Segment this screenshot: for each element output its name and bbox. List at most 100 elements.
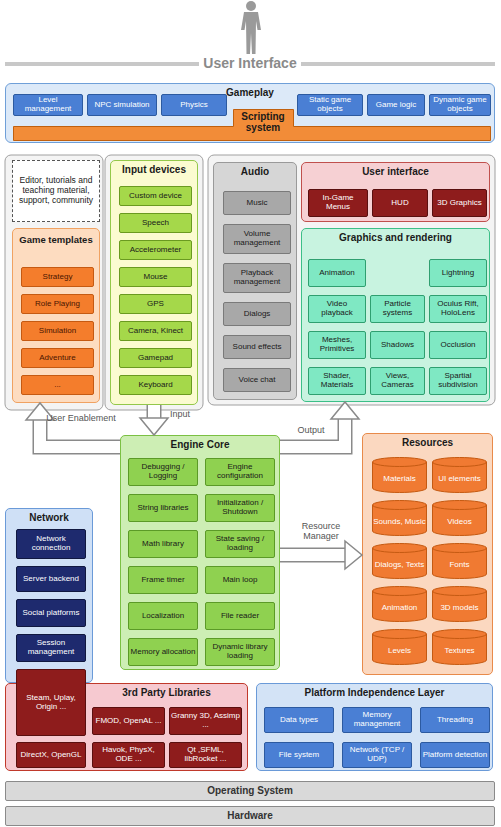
node-label: Memory allocation xyxy=(131,648,196,657)
group-box: 3rd Party LibrariesSteam, Uplay, Origin … xyxy=(5,683,248,771)
node-label: 3D Graphics xyxy=(437,199,481,208)
cylinder-rim xyxy=(433,505,487,509)
node-label: Social platforms xyxy=(23,609,80,618)
component-box: Particle systems xyxy=(370,295,425,323)
component-box: File reader xyxy=(205,602,275,630)
node-label: Volume management xyxy=(225,230,289,247)
node-label: Math library xyxy=(142,540,184,549)
node-label: Dialogs, Texts xyxy=(375,553,425,570)
arrow-shaft xyxy=(40,420,120,447)
node-label: Music xyxy=(247,199,268,208)
group-container xyxy=(208,155,495,405)
layer-bar: Operating System xyxy=(5,781,495,801)
node-label: Simulation xyxy=(39,327,76,336)
node-label: Operating System xyxy=(207,786,293,797)
node-label: Physics xyxy=(180,101,208,110)
node-label: GPS xyxy=(147,300,164,309)
node-label: Custom device xyxy=(129,192,182,201)
group-title: Engine Core xyxy=(121,439,279,450)
component-box: Platform detection xyxy=(420,742,490,768)
component-box: Dynamic library loading xyxy=(205,638,275,666)
resource-cylinder: Fonts xyxy=(432,543,487,579)
component-box: Sound effects xyxy=(223,335,291,359)
device-box: Gamepad xyxy=(119,348,192,368)
node-label: Levels xyxy=(388,639,411,656)
group-box: GameplayLevel managementNPC simulationPh… xyxy=(5,83,495,143)
node-label: Animation xyxy=(382,596,418,613)
group-box: Game templatesStrategyRole PlayingSimula… xyxy=(12,228,100,403)
library-box: Qt ,SFML, libRocket ... xyxy=(169,742,242,768)
node-label: Data types xyxy=(280,716,318,725)
node-label: Steam, Uplay, Origin ... xyxy=(18,694,84,711)
component-box: State saving / loading xyxy=(205,530,275,558)
cylinder-rim xyxy=(373,462,427,466)
resource-cylinder: Animation xyxy=(372,586,427,622)
cylinder-rim xyxy=(373,548,427,552)
device-box: Mouse xyxy=(119,267,192,287)
device-box: Camera, Kinect xyxy=(119,321,192,341)
node-label: Network connection xyxy=(18,535,84,552)
resource-cylinder: Videos xyxy=(432,500,487,536)
node-label: Shadows xyxy=(381,341,414,350)
flow-arrow xyxy=(26,403,120,447)
component-box: 3D Graphics xyxy=(432,189,487,217)
edge-label: Resource Manager xyxy=(286,522,356,542)
band-label: User Interface xyxy=(199,55,300,71)
cylinder-body xyxy=(373,587,427,622)
group-title: Network xyxy=(6,512,92,523)
component-box: Math library xyxy=(128,530,198,558)
node-label: State saving / loading xyxy=(207,535,273,552)
arrow-shaft-outline xyxy=(147,405,162,418)
node-label: Session management xyxy=(18,639,84,656)
cylinder-rim xyxy=(373,591,427,595)
node-label: Video playback xyxy=(310,300,364,317)
node-label: Main loop xyxy=(223,576,258,585)
component-box: HUD xyxy=(372,189,428,217)
device-box: Speech xyxy=(119,213,192,233)
flow-arrow xyxy=(140,405,168,435)
cylinder-body xyxy=(373,458,427,493)
arrow-shaft-outline xyxy=(280,419,345,447)
node-label: Playback management xyxy=(225,269,289,286)
arrow-head xyxy=(331,402,359,419)
flow-arrow xyxy=(280,541,362,569)
component-box: In-Game Menus xyxy=(308,189,368,217)
component-box: Memory allocation xyxy=(128,638,198,666)
node-label: Debugging / Logging xyxy=(130,463,196,480)
arrow-shaft xyxy=(280,549,345,561)
arrow-shaft-outline xyxy=(280,548,345,563)
cylinder-rim xyxy=(373,634,427,638)
arrow-head xyxy=(345,541,362,569)
component-box: Voice chat xyxy=(223,368,291,392)
group-title: Graphics and rendering xyxy=(302,232,489,243)
component-box: Debugging / Logging xyxy=(128,458,198,486)
node-label: Animation xyxy=(319,269,355,278)
group-box: AudioMusicVolume managementPlayback mana… xyxy=(213,162,297,400)
component-box: Dynamic game objects xyxy=(429,94,491,116)
node-label: Dialogs xyxy=(244,310,271,319)
component-box: NPC simulation xyxy=(87,94,157,116)
group-box: Engine CoreDebugging / Logging Engine con… xyxy=(120,435,280,670)
device-box: Keyboard xyxy=(119,375,192,395)
component-box: Lightning xyxy=(429,259,487,287)
node-label: Role Playing xyxy=(35,300,80,309)
component-box: Physics xyxy=(161,94,227,116)
component-box: Meshes, Primitives xyxy=(308,331,366,359)
template-box: ... xyxy=(21,375,94,395)
node-label: Spartial subdivision xyxy=(431,372,485,389)
arrow-shaft xyxy=(148,405,160,418)
cylinder-body xyxy=(373,544,427,579)
node-label: Sound effects xyxy=(233,343,282,352)
flow-arrow xyxy=(280,402,359,447)
node-label: Havok, PhysX, ODE ... xyxy=(94,746,163,763)
resource-cylinder: Textures xyxy=(432,629,487,665)
group-box: Graphics and renderingAnimation Lightning… xyxy=(301,228,490,402)
node-label: NPC simulation xyxy=(94,101,149,110)
component-box: Engine configuration xyxy=(205,458,275,486)
resource-cylinder: Sounds, Music xyxy=(372,500,427,536)
component-box: Static game objects xyxy=(297,94,363,116)
node-label: 3D models xyxy=(440,596,478,613)
node-label: Server backend xyxy=(23,575,79,584)
tab-shape xyxy=(14,110,491,141)
component-box: Level management xyxy=(13,94,83,116)
